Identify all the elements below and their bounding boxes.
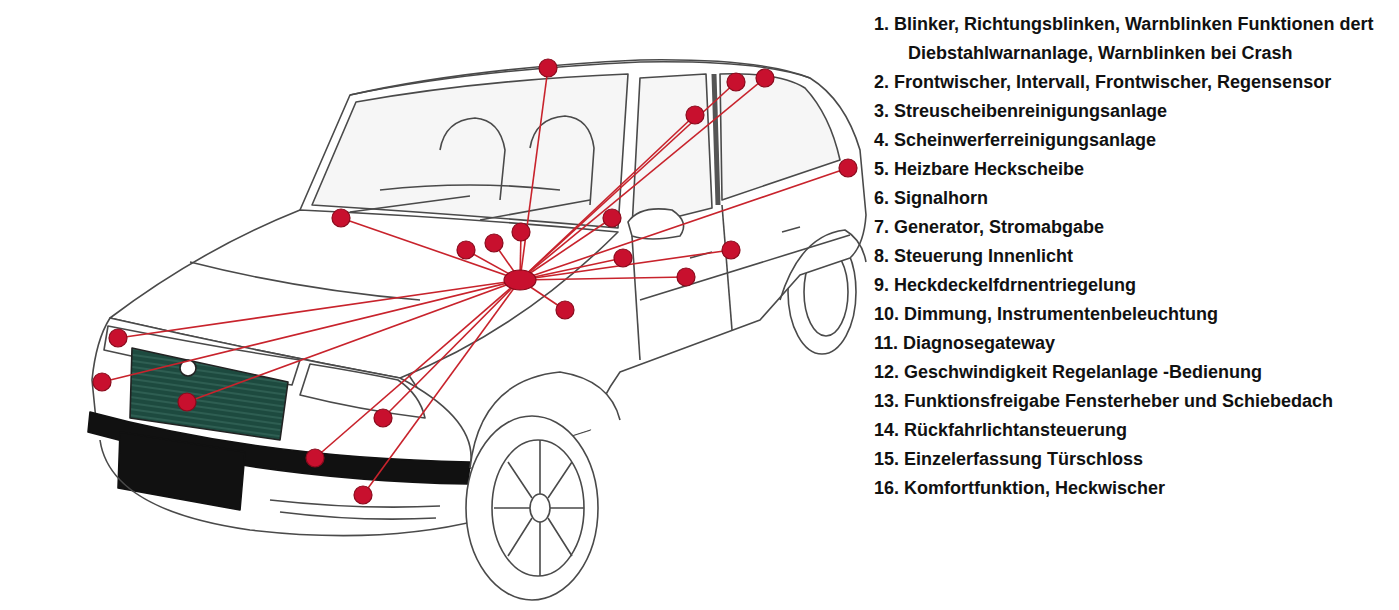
sensor-dot (686, 106, 704, 124)
list-item: 3. Streuscheibenreinigungsanlage (874, 97, 1392, 126)
list-item: 15. Einzelerfassung Türschloss (874, 445, 1392, 474)
sensor-dot (556, 301, 574, 319)
wire-line (383, 280, 520, 418)
wire-line (187, 280, 520, 402)
sensor-dot (614, 249, 632, 267)
sensor-dot (839, 159, 857, 177)
sensor-dot (178, 393, 196, 411)
sensor-dot (332, 209, 350, 227)
list-item: 16. Komfortfunktion, Heckwischer (874, 474, 1392, 503)
sensor-dots (93, 59, 857, 504)
sensor-dot (485, 234, 503, 252)
car-outline (88, 60, 866, 600)
list-item: 11. Diagnosegateway (874, 329, 1392, 358)
wire-line (520, 115, 695, 280)
sensor-dot (756, 69, 774, 87)
wire-line (315, 280, 520, 458)
wire-line (520, 250, 731, 280)
car-illustration (0, 0, 870, 610)
list-item: 10. Dimmung, Instrumentenbeleuchtung (874, 300, 1392, 329)
wire-lines (102, 68, 848, 495)
list-item: 12. Geschwindigkeit Regelanlage -Bedienu… (874, 358, 1392, 387)
list-item: 6. Signalhorn (874, 184, 1392, 213)
list-item: 5. Heizbare Heckscheibe (874, 155, 1392, 184)
sensor-dot (374, 409, 392, 427)
list-item: 14. Rückfahrlichtansteuerung (874, 416, 1392, 445)
wire-line (341, 218, 520, 280)
function-list: 1. Blinker, Richtungsblinken, Warnblinke… (874, 10, 1392, 503)
sensor-dot (109, 329, 127, 347)
sensor-dot (603, 209, 621, 227)
wire-line (363, 280, 520, 495)
list-item: 13. Funktionsfreigabe Fensterheber und S… (874, 387, 1392, 416)
sensor-dot (93, 373, 111, 391)
list-item: 4. Scheinwerferreinigungsanlage (874, 126, 1392, 155)
sensor-dot (457, 241, 475, 259)
sensor-dot (512, 223, 530, 241)
list-item: 2. Frontwischer, Intervall, Frontwischer… (874, 68, 1392, 97)
list-item: 7. Generator, Stromabgabe (874, 213, 1392, 242)
list-item: 8. Steuerung Innenlicht (874, 242, 1392, 271)
sensor-dot (677, 268, 695, 286)
sensor-dot (727, 73, 745, 91)
sensor-dot (539, 59, 557, 77)
wire-line (520, 78, 765, 280)
wire-line (520, 168, 848, 280)
sensor-dot (354, 486, 372, 504)
list-item: 9. Heckdeckelfdrnentriegelung (874, 271, 1392, 300)
list-item: 1. Blinker, Richtungsblinken, Warnblinke… (874, 10, 1392, 68)
sensor-dot (722, 241, 740, 259)
sensor-dot (306, 449, 324, 467)
control-unit (504, 270, 536, 290)
wire-line (520, 277, 686, 280)
wire-line (520, 82, 736, 280)
wire-line (520, 68, 548, 280)
